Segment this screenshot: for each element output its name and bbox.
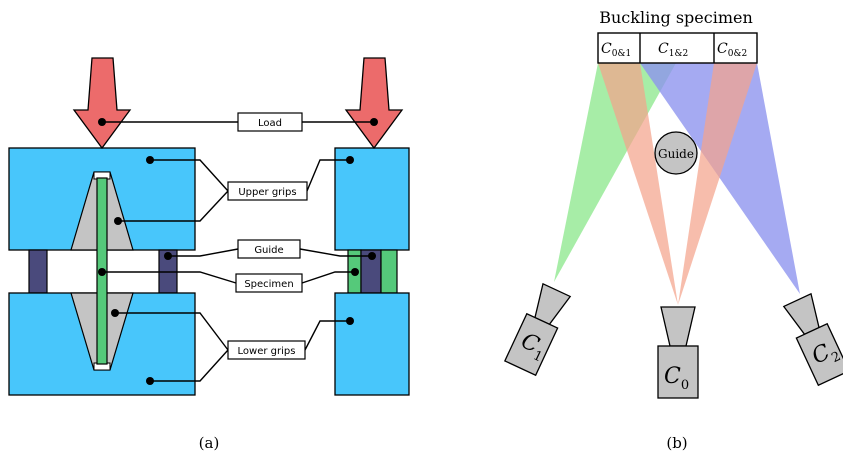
buckling-specimen-title: Buckling specimen <box>599 8 753 27</box>
lower-grip-leader-3 <box>304 320 350 351</box>
upper-grips-label-box <box>227 181 308 201</box>
camera-c1-body <box>503 312 559 377</box>
guide-label-box <box>237 239 301 259</box>
panel-a: Load Upper grips Guide Specimen Lower gr… <box>8 57 410 452</box>
specimen-leader-left <box>102 271 237 284</box>
zone-c01-label: C0&1 <box>601 41 631 59</box>
guide-circle <box>654 131 698 175</box>
upper-grips-label: Upper grips <box>238 187 296 198</box>
guide-leader-left <box>168 248 239 257</box>
camera-c0: C0 <box>657 306 699 399</box>
lower-grip-leader-1 <box>115 312 229 351</box>
right-load-arrow <box>344 57 404 150</box>
lower-grips-label: Lower grips <box>238 346 296 357</box>
upper-grip-dot-3 <box>346 156 354 164</box>
right-lower-grip <box>334 292 410 396</box>
specimen-label-box <box>235 273 303 293</box>
guide-label: Guide <box>254 245 283 256</box>
camera-c0-label: C0 <box>664 364 689 393</box>
upper-grip-dot-1 <box>146 156 154 164</box>
camera-c0-lens <box>660 306 696 347</box>
specimen-dot-left <box>98 268 106 276</box>
camera-2-view-cone <box>640 63 800 294</box>
specimen-dot-right <box>351 268 359 276</box>
camera-c2-body <box>795 322 843 387</box>
load-dot-left <box>98 118 106 126</box>
camera-0-view-cone-right <box>678 63 757 305</box>
zone-c12-label: C1&2 <box>658 41 688 59</box>
caption-b: (b) <box>666 434 687 452</box>
left-guide-bar-outer <box>28 249 48 294</box>
camera-0-view-cone-left <box>598 63 678 305</box>
load-label: Load <box>258 118 282 129</box>
specimen-leader-right <box>301 271 355 284</box>
left-load-arrow <box>72 57 132 150</box>
camera-c2: C2 <box>782 292 843 387</box>
lower-grips-label-box <box>227 340 306 360</box>
guide-dot-left <box>164 252 172 260</box>
guide-leader-right <box>299 248 372 257</box>
caption-a: (a) <box>199 434 220 452</box>
zone-c02-label: C0&2 <box>717 41 747 59</box>
upper-grip-leader-1 <box>150 159 229 192</box>
guide-circle-label: Guide <box>658 147 694 161</box>
specimen-zones-box <box>597 32 758 64</box>
upper-grip-leader-2 <box>118 190 229 222</box>
lower-grip-dot-1 <box>111 309 119 317</box>
upper-grip-dot-2 <box>114 217 122 225</box>
lower-grip-dot-2 <box>146 377 154 385</box>
panel-b: Guide Buckling specimen C0&1 C1&2 C0&2 C… <box>503 8 843 452</box>
load-dot-right <box>370 118 378 126</box>
load-label-box <box>237 112 303 132</box>
specimen-label: Specimen <box>244 279 293 290</box>
upper-grip-leader-3 <box>306 159 350 192</box>
lower-grip-leader-2 <box>150 349 229 382</box>
guide-dot-right <box>368 252 376 260</box>
camera-c1: C1 <box>503 282 572 377</box>
lower-grip-dot-3 <box>346 317 354 325</box>
right-specimen-right <box>380 249 398 294</box>
right-upper-grip <box>334 147 410 251</box>
camera-c0-body <box>657 345 699 399</box>
